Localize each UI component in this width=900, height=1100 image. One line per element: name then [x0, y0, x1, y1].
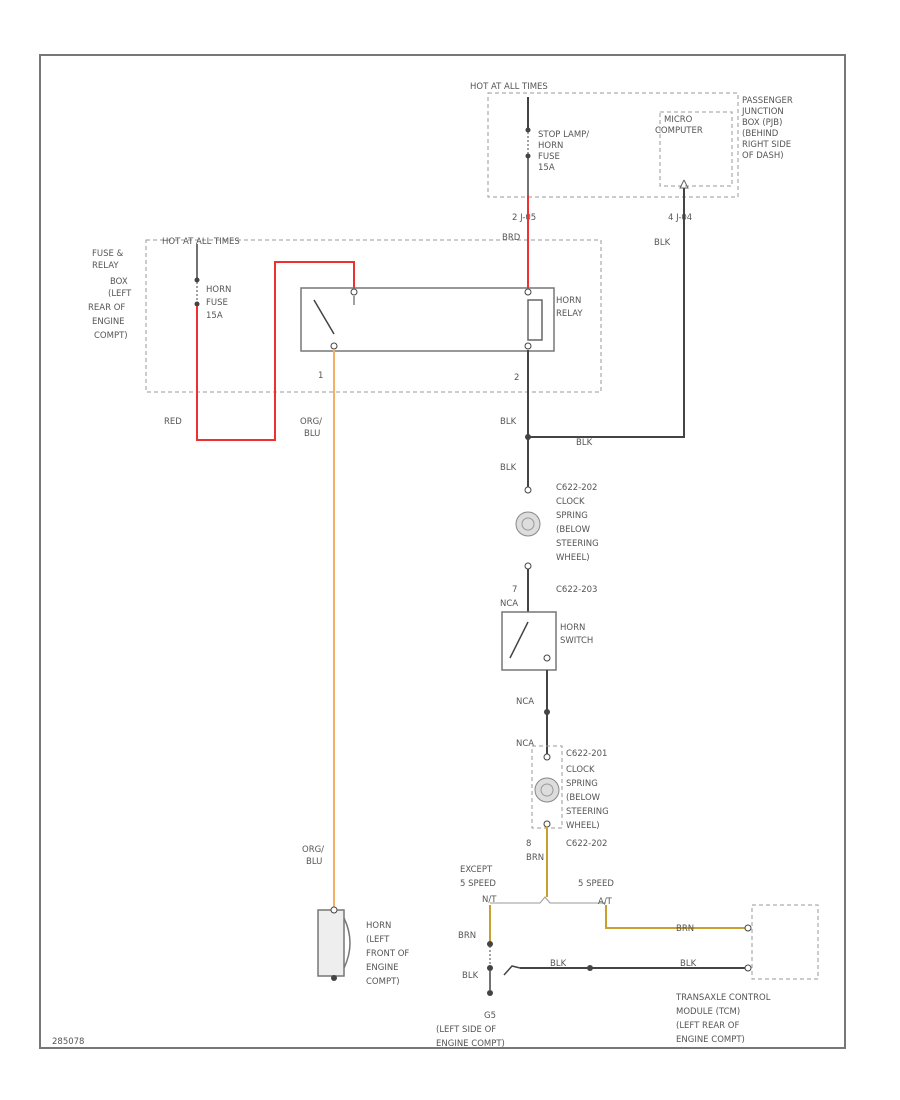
clock-spring-upper-terminal-bottom: [524, 562, 532, 570]
blk-ribbon-label-1: BLK: [550, 959, 567, 969]
micro-computer-box: [659, 111, 733, 187]
blk-splice: [525, 434, 531, 440]
clock-spring-lower-icon: [534, 777, 560, 803]
blk-label-2: BLK: [500, 463, 517, 473]
hot-at-all-times-top-label: HOT AT ALL TIMES: [470, 82, 548, 92]
relay-contact-switch: [313, 299, 335, 335]
brn-label-2: BRN: [676, 924, 694, 934]
except-5-speed-label: EXCEPT 5 SPEED: [460, 865, 496, 889]
fuse-relay-box: [145, 239, 602, 393]
clock-spring-upper-terminal-top: [524, 486, 532, 494]
pjb-label: PASSENGER JUNCTION BOX (PJB) (BEHIND RIG…: [741, 96, 795, 161]
clock-spring-lower-inner: [540, 783, 554, 797]
red-wire: [196, 261, 355, 441]
brn-label-3: BRN: [458, 931, 476, 941]
nca-label-1: NCA: [500, 599, 518, 609]
pjb-connector-4-symbol: [679, 179, 689, 189]
horizontal-blk-label: BLK: [576, 438, 593, 448]
option-at-label: A/T: [598, 897, 613, 907]
relay-coil-terminal-bottom: [524, 342, 532, 350]
relay-switch-symbol: [503, 965, 521, 976]
ground-connector-bottom: [487, 965, 493, 971]
main-blk-label: BLK: [500, 417, 517, 427]
nca-label-2: NCA: [516, 697, 534, 707]
brd-wire-label: BRD: [502, 233, 521, 243]
horn-label: HORN (LEFT FRONT OF ENGINE COMPT): [366, 921, 412, 987]
horn-fuse-terminal-top: [194, 277, 200, 283]
pjb-box: [487, 92, 739, 198]
clock-spring-upper-icon: [515, 511, 541, 537]
fuse-terminal-top: [525, 127, 531, 133]
five-speed-label: 5 SPEED: [578, 879, 614, 889]
relay-terminal-1: [330, 342, 338, 350]
clock-spring-lower-label: C622-201 CLOCK SPRING (BELOW STEERING WH…: [566, 749, 611, 849]
tcm-terminal-top: [744, 924, 752, 932]
hot-at-all-times-left-label: HOT AT ALL TIMES: [162, 237, 240, 247]
ground-point: [487, 990, 493, 996]
option-split-line: [490, 896, 606, 904]
option-nt-label: N/T: [482, 895, 497, 905]
diagram-code: 285078: [52, 1037, 84, 1047]
ground-blk-label: BLK: [462, 971, 479, 981]
clock-spring-upper-inner: [521, 517, 535, 531]
blk-ribbon-label-2: BLK: [680, 959, 697, 969]
horn-body: [317, 909, 345, 977]
micro-computer-blk-label: BLK: [654, 238, 671, 248]
horn-terminal-top: [330, 906, 338, 914]
horn-fuse-terminal-bottom: [194, 301, 200, 307]
sw-pin-7-label: 7: [512, 585, 517, 595]
micro-computer-blk-wire: [528, 188, 685, 438]
horn-relay-box: [300, 287, 555, 352]
horn-ground-terminal: [331, 975, 337, 981]
org-blu-label-lower: ORG/ BLU: [302, 845, 327, 867]
horn-switch-box: [501, 611, 557, 671]
relay-terminal-3: [350, 288, 358, 296]
micro-computer-label: MICRO COMPUTER: [655, 115, 703, 136]
horn-relay-label: HORN RELAY: [556, 296, 584, 319]
red-wire-label: RED: [164, 417, 182, 427]
horn-switch-label: HORN SWITCH: [560, 623, 593, 646]
relay-pin-2-label: 2: [514, 373, 519, 383]
c622-203-label: C622-203: [556, 585, 597, 595]
horn-switch-terminal: [543, 654, 551, 662]
tcm-box: [751, 904, 819, 980]
ground-connector-top: [487, 941, 493, 947]
relay-pin-1-label: 1: [318, 371, 323, 381]
fuse-relay-box-label: FUSE & RELAY BOX (LEFT REAR OF ENGINE CO…: [88, 249, 134, 341]
relay-coil: [527, 299, 543, 341]
sw-pin-8-label: 8: [526, 839, 531, 849]
fuse-terminal-bottom: [525, 153, 531, 159]
org-blu-label-upper: ORG/ BLU: [300, 417, 325, 439]
stop-lamp-horn-fuse-label: STOP LAMP/ HORN FUSE 15A: [538, 130, 592, 173]
tcm-terminal-bottom: [744, 964, 752, 972]
horn-fuse-label: HORN FUSE 15A: [206, 285, 234, 321]
tcm-label: TRANSAXLE CONTROL MODULE (TCM) (LEFT REA…: [675, 993, 773, 1045]
clock-spring-lower-terminal-top: [543, 753, 551, 761]
switch-connector: [544, 709, 550, 715]
brn-wire-to-tcm: [605, 905, 748, 929]
ground-label: G5 (LEFT SIDE OF ENGINE COMPT): [436, 1011, 505, 1049]
clock-spring-upper-label: C622-202 CLOCK SPRING (BELOW STEERING WH…: [556, 483, 601, 563]
pjb-connector-4: 4 J-04: [668, 213, 692, 223]
relay-coil-terminal-top: [524, 288, 532, 296]
horn-bell-icon: [343, 917, 351, 969]
diagram-frame: [39, 54, 846, 1049]
pjb-connector-2: 2 J-05: [512, 213, 536, 223]
nca-label-3: NCA: [516, 739, 534, 749]
brn-label-1: BRN: [526, 853, 544, 863]
horn-switch-contact: [509, 621, 529, 659]
